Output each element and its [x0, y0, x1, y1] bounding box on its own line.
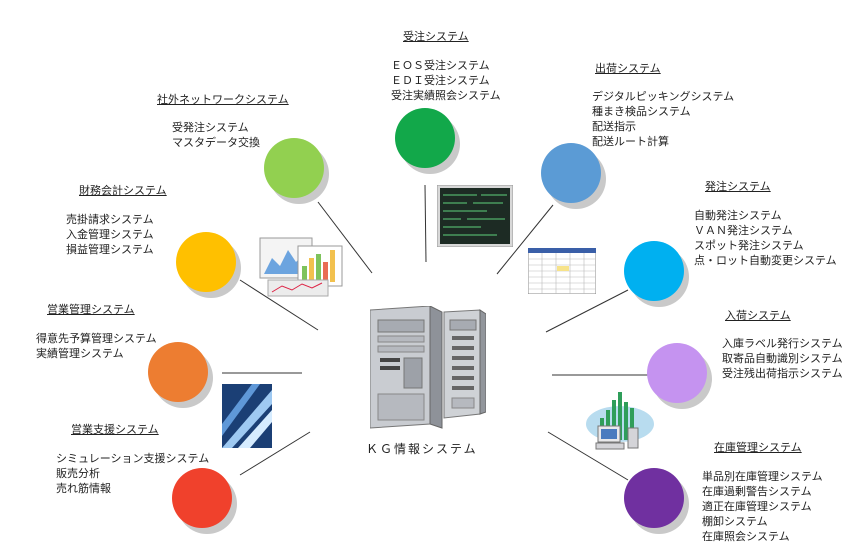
order-system-items: ＥＯＳ受注システム ＥＤＩ受注システム 受注実績照会システム — [391, 58, 501, 103]
list-item: スポット発注システム — [694, 239, 804, 252]
list-item: 在庫過剰警告システム — [702, 485, 812, 498]
list-item: マスタデータ交換 — [172, 136, 260, 149]
sales-mgmt-system-circle[interactable] — [148, 342, 208, 402]
list-item: 売れ筋情報 — [56, 482, 111, 495]
line-purchase — [545, 289, 629, 333]
purchase-system-circle[interactable] — [624, 241, 684, 301]
accounting-system-title: 財務会計システム — [79, 184, 167, 197]
receiving-system-items: 入庫ラベル発行システム 取寄品自動識別システム 受注残出荷指示システム — [722, 336, 843, 381]
list-item: 得意先予算管理システム — [36, 332, 157, 345]
inventory-system-items: 単品別在庫管理システム 在庫過剰警告システム 適正在庫管理システム 棚卸システム… — [702, 469, 823, 544]
purchase-system-title: 発注システム — [705, 180, 771, 193]
list-item: 受発注システム — [172, 121, 249, 134]
list-item: 在庫照会システム — [702, 530, 790, 543]
list-item: 適正在庫管理システム — [702, 500, 812, 513]
server-rack-icon — [370, 306, 486, 429]
sales-mgmt-system-items: 得意先予算管理システム 実績管理システム — [36, 331, 157, 361]
list-item: 売掛請求システム — [66, 213, 154, 226]
analysis-charts-image — [259, 237, 343, 297]
list-item: 実績管理システム — [36, 347, 124, 360]
abstract-light-image — [222, 384, 272, 448]
center-system-label: ＫＧ情報システム — [366, 442, 478, 456]
list-item: 受注実績照会システム — [391, 89, 501, 102]
list-item: 棚卸システム — [702, 515, 768, 528]
list-item: ＥＯＳ受注システム — [391, 59, 490, 72]
sales-mgmt-system-title: 営業管理システム — [47, 303, 135, 316]
list-item: 点・ロット自動変更システム — [694, 254, 837, 267]
accounting-system-items: 売掛請求システム 入金管理システム 損益管理システム — [66, 212, 154, 257]
network-system-items: 受発注システム マスタデータ交換 — [172, 120, 260, 150]
spreadsheet-image — [528, 248, 596, 294]
sales-support-system-circle[interactable] — [172, 468, 232, 528]
line-inventory — [547, 431, 629, 481]
inventory-system-circle[interactable] — [624, 468, 684, 528]
line-network — [317, 201, 373, 274]
list-item: シミュレーション支援システム — [56, 452, 210, 465]
list-item: ＶＡＮ発注システム — [694, 224, 793, 237]
sales-support-system-items: シミュレーション支援システム 販売分析 売れ筋情報 — [56, 451, 209, 496]
line-accounting — [239, 279, 319, 331]
list-item: 配送指示 — [592, 120, 636, 133]
list-item: 取寄品自動識別システム — [722, 352, 843, 365]
shipping-system-title: 出荷システム — [595, 62, 661, 75]
order-system-title: 受注システム — [403, 30, 469, 43]
list-item: 販売分析 — [56, 467, 100, 480]
accounting-system-circle[interactable] — [176, 232, 236, 292]
purchase-system-items: 自動発注システム ＶＡＮ発注システム スポット発注システム 点・ロット自動変更シ… — [694, 208, 837, 268]
list-item: 損益管理システム — [66, 243, 154, 256]
sales-support-system-title: 営業支援システム — [71, 423, 159, 436]
line-sales-support — [239, 431, 311, 476]
shipping-system-circle[interactable] — [541, 143, 601, 203]
list-item: 入金管理システム — [66, 228, 154, 241]
order-system-circle[interactable] — [395, 108, 455, 168]
line-shipping — [496, 204, 554, 275]
receiving-system-title: 入荷システム — [725, 309, 791, 322]
network-system-circle[interactable] — [264, 138, 324, 198]
list-item: 自動発注システム — [694, 209, 782, 222]
inventory-system-title: 在庫管理システム — [714, 441, 802, 454]
list-item: 種まき検品システム — [592, 105, 691, 118]
network-system-title: 社外ネットワークシステム — [157, 93, 289, 106]
shipping-system-items: デジタルピッキングシステム 種まき検品システム 配送指示 配送ルート計算 — [592, 89, 734, 149]
list-item: デジタルピッキングシステム — [592, 90, 735, 103]
list-item: 入庫ラベル発行システム — [722, 337, 843, 350]
list-item: ＥＤＩ受注システム — [391, 74, 490, 87]
list-item: 受注残出荷指示システム — [722, 367, 843, 380]
computer-chart-image — [586, 392, 654, 450]
terminal-screen-image — [437, 185, 513, 247]
list-item: 単品別在庫管理システム — [702, 470, 823, 483]
receiving-system-circle[interactable] — [647, 343, 707, 403]
list-item: 配送ルート計算 — [592, 135, 669, 148]
line-order — [424, 184, 427, 263]
